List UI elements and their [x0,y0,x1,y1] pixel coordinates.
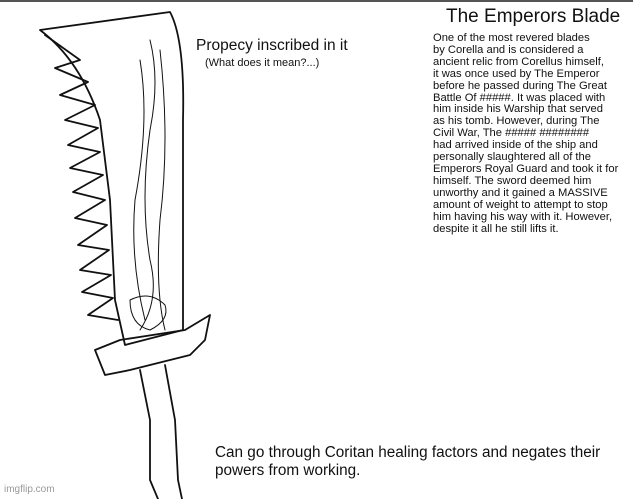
bottom-note: Can go through Coritan healing factors a… [215,444,601,479]
prophecy-question: (What does it mean?...) [205,57,320,69]
page-title: The Emperors Blade [446,6,621,27]
top-border [0,0,633,2]
description-text: One of the most revered blades by Corell… [433,32,619,235]
handle [139,364,183,499]
blade-teeth [44,34,119,321]
watermark: imgflip.com [4,484,55,495]
blade-outline [39,11,185,346]
prophecy-label: Propecy inscribed in it [196,37,348,54]
crossguard [94,314,211,376]
inscription [133,39,166,331]
